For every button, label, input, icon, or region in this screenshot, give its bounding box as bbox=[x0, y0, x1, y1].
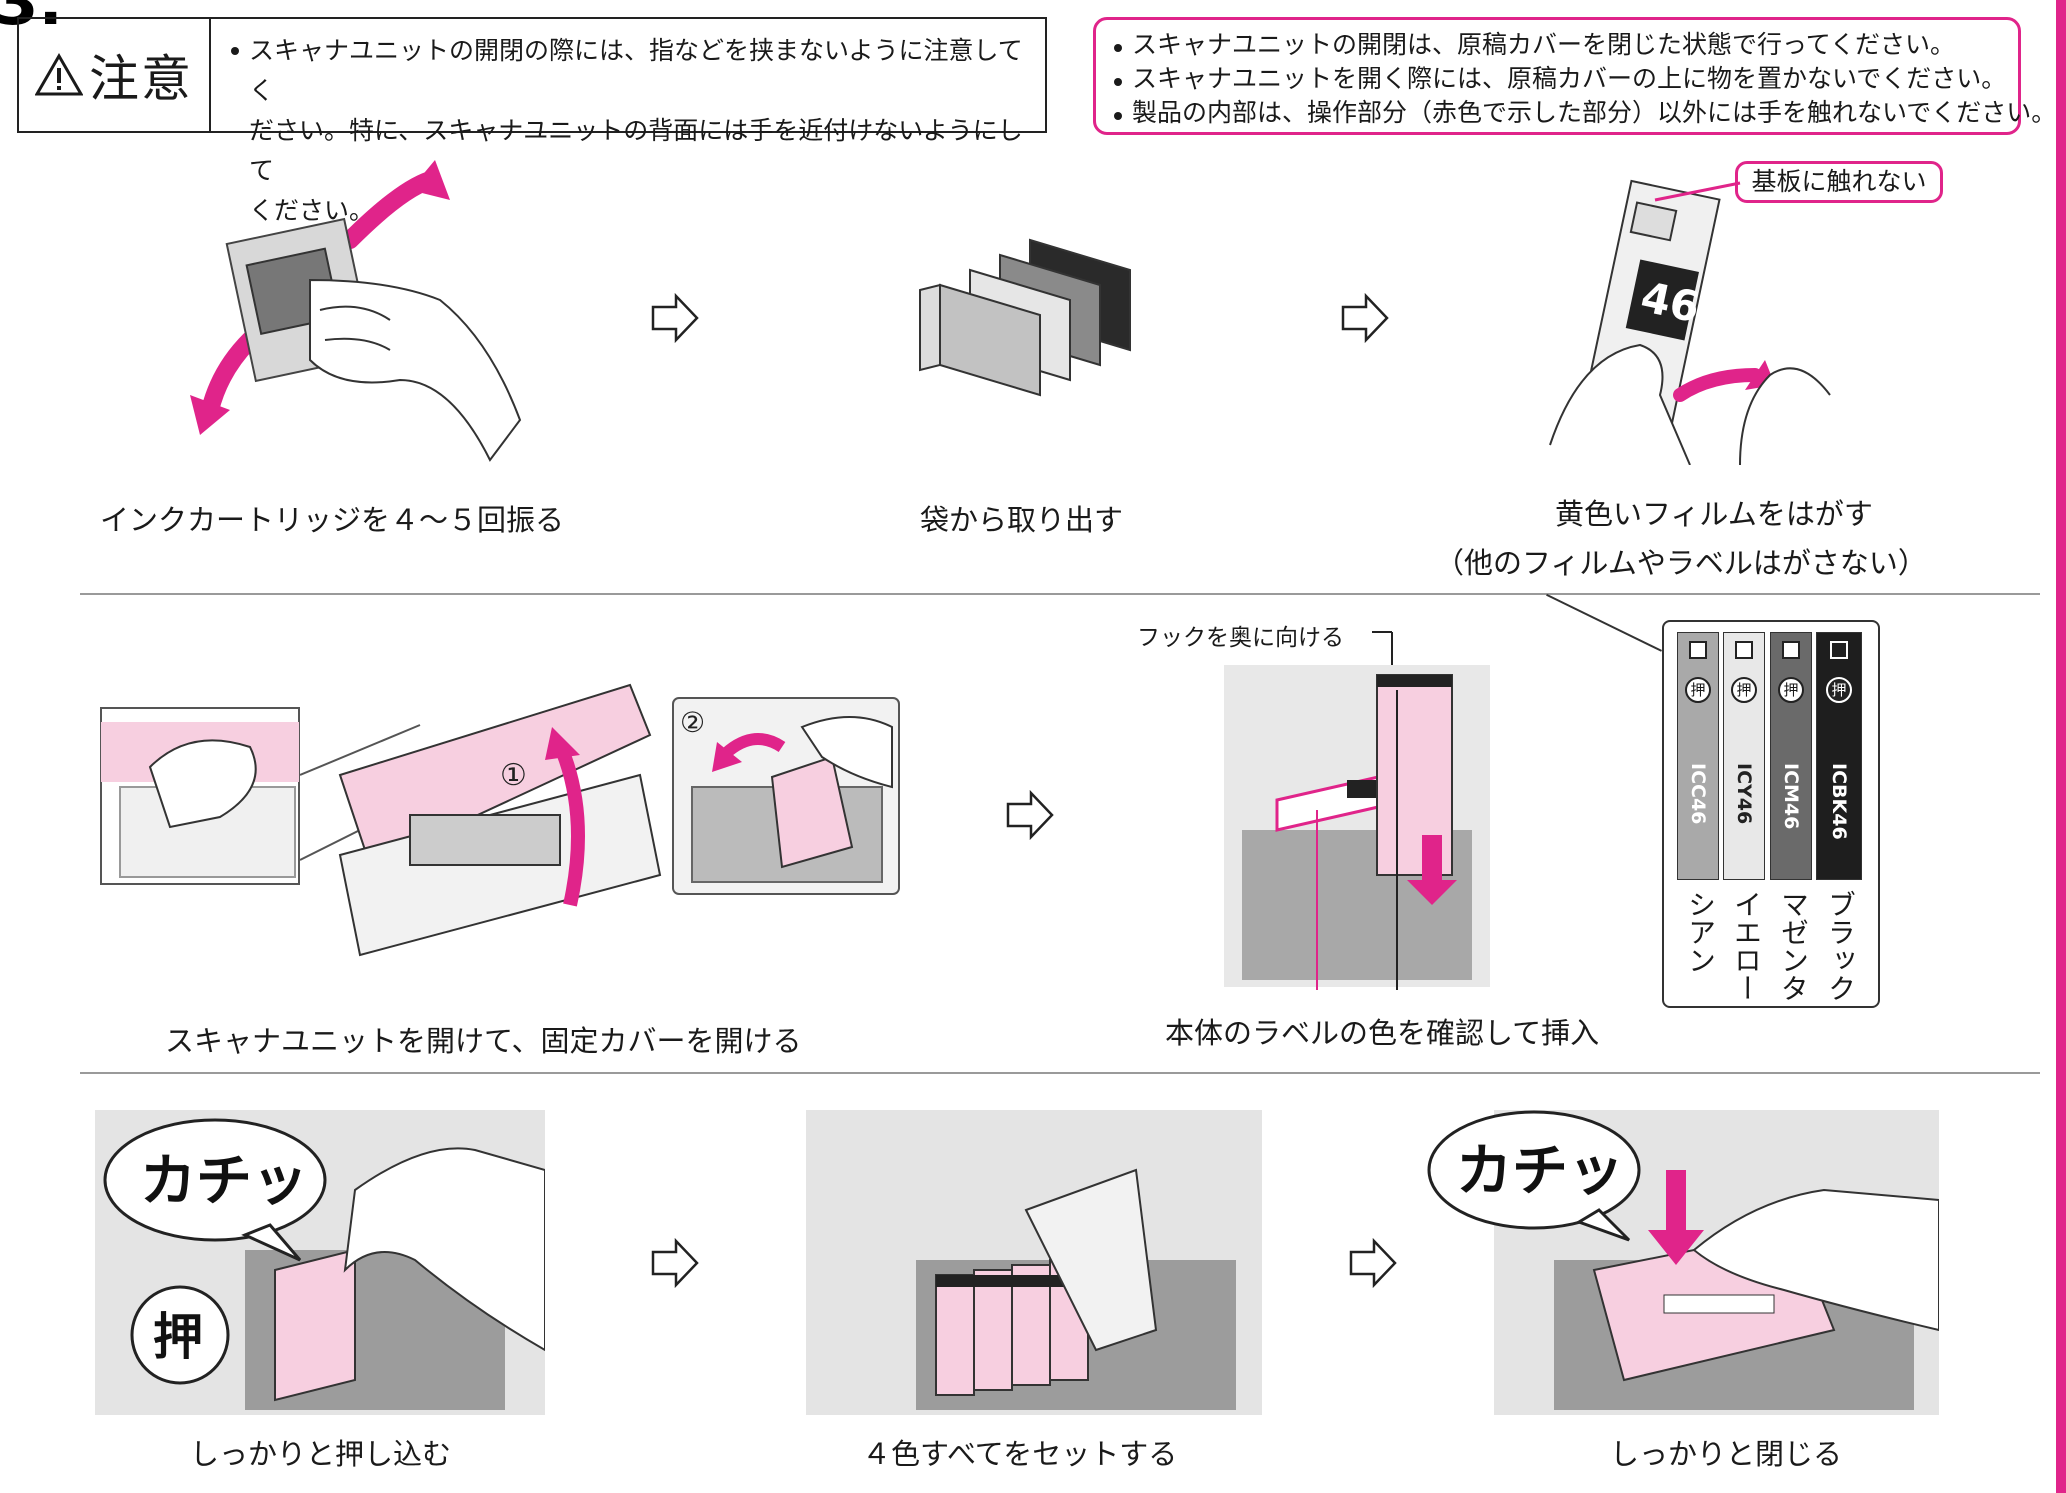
caption-shake: インクカートリッジを４～５回振る bbox=[100, 503, 565, 537]
cartridge-model-digits: 46 bbox=[1637, 272, 1704, 332]
step-marker-1: ① bbox=[500, 758, 527, 793]
next-step-arrow-icon bbox=[1349, 1238, 1397, 1288]
next-step-arrow-icon bbox=[651, 1238, 699, 1288]
note-item: スキャナユニットを開く際には、原稿カバーの上に物を置かないでください。 bbox=[1112, 62, 2006, 96]
step-marker-2: ② bbox=[680, 706, 705, 739]
notes-box: スキャナユニットの開閉は、原稿カバーを閉じた状態で行ってください。 スキャナユニ… bbox=[1093, 17, 2056, 135]
cartridges-illustration bbox=[919, 238, 1131, 397]
push-mark: 押 bbox=[1685, 677, 1711, 703]
page-edge-bar bbox=[2056, 0, 2066, 1493]
warning-icon bbox=[35, 53, 83, 96]
caution-line: スキャナユニットの開閉の際には、指などを挟まないように注意してく bbox=[229, 31, 1031, 111]
click-sound-text: カチッ bbox=[1456, 1139, 1624, 1204]
cartridge-magenta: 押 ICM46 bbox=[1770, 632, 1812, 880]
caption-check-label: 本体のラベルの色を確認して挿入 bbox=[1165, 1016, 1600, 1050]
caption-peel-note: （他のフィルムやラベルはがさない） bbox=[1435, 546, 1927, 580]
caution-line: ださい。特に、スキャナユニットの背面には手を近付けないようにして bbox=[249, 116, 1023, 185]
callout-do-not-touch-board: 基板に触れない bbox=[1735, 161, 1943, 203]
note-item: 製品の内部は、操作部分（赤色で示した部分）以外には手を触れないでください。 bbox=[1112, 96, 2056, 130]
push-mark: 押 bbox=[1731, 677, 1757, 703]
next-step-arrow-icon bbox=[1006, 790, 1054, 840]
next-step-arrow-icon bbox=[651, 293, 699, 343]
cartridge-yellow: 押 ICY46 bbox=[1723, 632, 1765, 880]
peel-film-illustration: 46 bbox=[1549, 179, 1831, 465]
press-in-illustration: カチッ 押 bbox=[95, 1110, 545, 1415]
panel-leader-line bbox=[1546, 593, 1662, 652]
cartridge-code: ICY46 bbox=[1733, 763, 1755, 825]
cartridge-cyan: 押 ICC46 bbox=[1677, 632, 1719, 880]
section-divider bbox=[80, 1072, 2040, 1074]
four-colors-set-illustration bbox=[806, 1110, 1262, 1415]
insert-cartridge-illustration bbox=[1224, 631, 1490, 990]
push-mark: 押 bbox=[1778, 677, 1804, 703]
color-name-yellow: イエロー bbox=[1730, 890, 1763, 1002]
caution-line: ください。 bbox=[249, 196, 375, 225]
caption-close: しっかりと閉じる bbox=[1610, 1437, 1843, 1471]
color-name-black: ブラック bbox=[1824, 890, 1857, 1002]
close-cover-illustration: カチッ bbox=[1427, 1110, 1939, 1415]
cartridge-code: ICC46 bbox=[1687, 763, 1709, 825]
printer-open-illustration: ① bbox=[300, 683, 662, 957]
caution-text: スキャナユニットの開閉の際には、指などを挟まないように注意してく ださい。特に、… bbox=[211, 19, 1045, 225]
push-mark-text: 押 bbox=[153, 1308, 203, 1366]
chip-icon bbox=[1782, 641, 1800, 659]
caption-set-all-colors: ４色すべてをセットする bbox=[862, 1437, 1178, 1471]
caution-box: 注意 スキャナユニットの開閉の際には、指などを挟まないように注意してく ださい。… bbox=[17, 17, 1047, 225]
note-item: スキャナユニットの開閉は、原稿カバーを閉じた状態で行ってください。 bbox=[1112, 28, 2004, 62]
caption-peel-film: 黄色いフィルムをはがす bbox=[1555, 497, 1873, 531]
color-name-cyan: シアン bbox=[1684, 890, 1717, 974]
step-number: 3. bbox=[0, 0, 63, 40]
click-sound-text: カチッ bbox=[140, 1149, 308, 1214]
chip-icon bbox=[1689, 641, 1707, 659]
caption-open-scanner: スキャナユニットを開けて、固定カバーを開ける bbox=[165, 1024, 802, 1058]
caption-take-out: 袋から取り出す bbox=[920, 503, 1124, 537]
scanner-handle-inset bbox=[100, 707, 300, 885]
caution-title: 注意 bbox=[89, 50, 193, 108]
push-mark: 押 bbox=[1826, 677, 1852, 703]
chip-icon bbox=[1830, 641, 1848, 659]
hook-label: フックを奥に向ける bbox=[1137, 625, 1344, 651]
cartridge-color-panel bbox=[1662, 620, 1880, 1008]
cartridge-code: ICBK46 bbox=[1828, 763, 1850, 840]
chip-icon bbox=[1735, 641, 1753, 659]
cartridge-code: ICM46 bbox=[1780, 763, 1802, 830]
caution-header: 注意 bbox=[19, 19, 211, 131]
color-name-magenta: マゼンタ bbox=[1777, 890, 1810, 1002]
section-divider bbox=[80, 593, 2040, 595]
fixed-cover-inset: ② bbox=[672, 697, 900, 895]
cartridge-black: 押 ICBK46 bbox=[1816, 632, 1862, 880]
shake-cartridge-illustration bbox=[190, 160, 522, 462]
caption-press-in: しっかりと押し込む bbox=[190, 1437, 452, 1471]
next-step-arrow-icon bbox=[1341, 293, 1389, 343]
